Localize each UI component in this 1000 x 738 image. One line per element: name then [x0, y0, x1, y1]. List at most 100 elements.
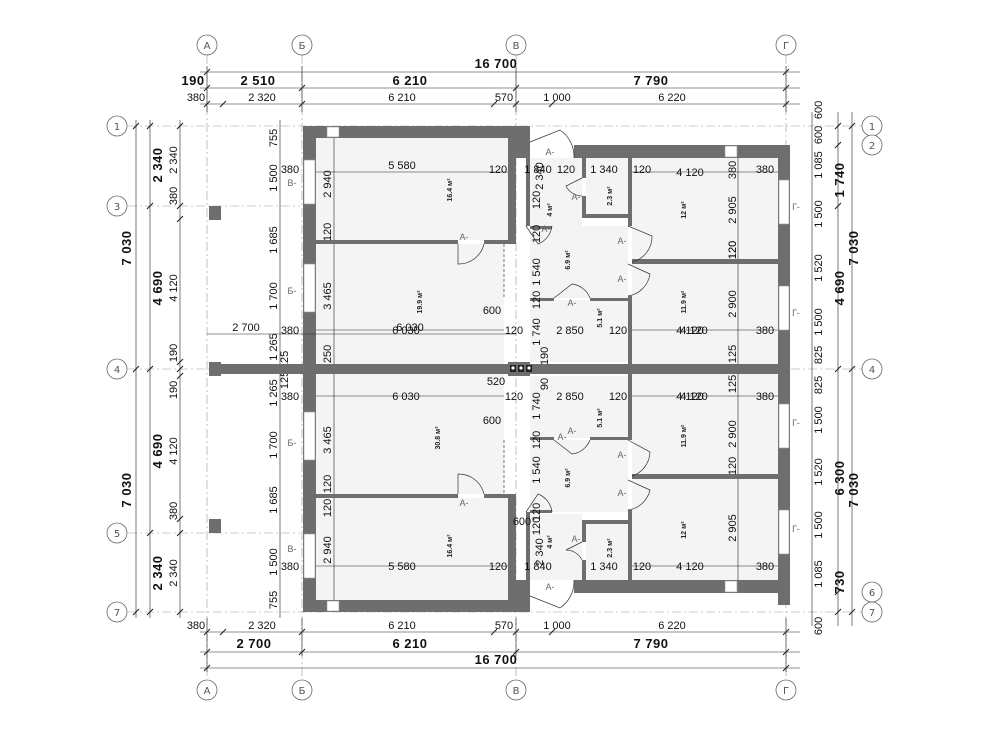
left-dim-inner-3: 4 120: [168, 274, 180, 302]
left-dim-wall-10: 1 685: [268, 486, 280, 514]
room-dimensions: 5 580 2 940 6 030 3 465 6 030 3 465 5 58…: [316, 138, 778, 600]
idim-10: 120: [727, 241, 739, 259]
idim-5: 120: [557, 164, 575, 176]
axis-label-a-bottom: А: [204, 686, 211, 697]
top-dim-6210: 6 210: [392, 73, 427, 88]
room-dim-h-7: 2 900: [727, 420, 739, 448]
room-area-13: 5.1 м²: [597, 408, 604, 428]
idim-19: 250: [322, 345, 334, 363]
axis-label-7-left: 7: [114, 608, 120, 619]
right-dim-inner-7: 825: [813, 346, 825, 364]
idim-22: 380: [281, 391, 299, 403]
room-area-16: 2.3 м²: [607, 538, 614, 558]
top-dim-1000: 1 000: [543, 92, 571, 104]
left-dim-wall-4: 1 700: [268, 282, 280, 310]
mark-a-6: А-: [618, 274, 627, 284]
idim-3: 120: [322, 223, 334, 241]
top-dim-6210b: 6 210: [388, 92, 416, 104]
room-dim-h-1: 2 940: [322, 170, 334, 198]
axis-label-a-top: А: [204, 41, 211, 52]
room-dim-w-7: 4 120: [676, 391, 704, 403]
right-dim-inner-2: 600: [813, 126, 825, 144]
right-dim-inner-12: 1 085: [813, 560, 825, 588]
idim-51: 120: [322, 475, 334, 493]
idim-39: 1 340: [590, 561, 618, 573]
axis-label-b-bottom: Б: [299, 686, 306, 697]
room-area-7: 11.9 м²: [681, 424, 688, 447]
idim-52: 120: [727, 241, 739, 259]
structure-left: [209, 206, 303, 533]
room-dim-w-6: 4 120: [676, 325, 704, 337]
left-dim-wall-11: 1 500: [268, 548, 280, 576]
idim-23: 120: [505, 391, 523, 403]
right-dim-inner-5: 1 520: [813, 254, 825, 282]
idim-28: 380: [756, 391, 774, 403]
right-dim-mid-2: 4 690: [832, 270, 847, 305]
right-dim-mid-3: 6 300: [832, 460, 847, 495]
room-area-5: 12 м²: [681, 201, 688, 219]
bottom-dim-6220: 6 220: [658, 620, 686, 632]
room-area-6: 11.9 м²: [681, 290, 688, 313]
room-dim-w-4: 5 580: [388, 561, 416, 573]
left-dim-mid-2: 4 690: [150, 270, 165, 305]
right-dim-inner-6: 1 500: [813, 308, 825, 336]
left-dim-wall-7: 125: [279, 371, 291, 389]
mark-a-14: А-: [558, 432, 567, 442]
left-dim-wall-12: 755: [268, 591, 280, 609]
idim-27: 4 120: [680, 391, 708, 403]
idim-54: 120: [531, 191, 543, 209]
left-dim-inner-8: 2 340: [168, 559, 180, 587]
left-dimensions: 7 030 7 030 2 340 4 690 4 690 2 340 2 34…: [119, 120, 291, 618]
idim-34: 120: [322, 499, 334, 517]
top-dimensions: 16 700 190 2 510 6 210 7 790 380 2 320 6…: [181, 56, 800, 112]
idim-26: 120: [609, 391, 627, 403]
mark-v-1: В-: [288, 178, 297, 188]
right-dim-outer-1: 7 030: [846, 230, 861, 265]
axis-label-v-top: В: [513, 41, 520, 52]
mark-a-5: А-: [618, 236, 627, 246]
left-dim-wall-3: 1 685: [268, 226, 280, 254]
idim-29: 90: [539, 378, 551, 390]
top-dim-570: 570: [495, 92, 513, 104]
idim-15: 2 850: [556, 325, 584, 337]
idim-14: 120: [505, 325, 523, 337]
bottom-dim-2700: 2 700: [236, 636, 271, 651]
idim-41: 380: [756, 561, 774, 573]
idim-17: 4 120: [680, 325, 708, 337]
mark-a-13: А-: [542, 224, 551, 234]
room-dim-w-3: 6 030: [392, 391, 420, 403]
idim-37: 120: [489, 561, 507, 573]
left-dim-wall-9: 1 700: [268, 431, 280, 459]
left-dim-wall-8: 1 265: [268, 379, 280, 407]
room-area-14: 6.9 м²: [565, 468, 572, 488]
axis-label-4-right: 4: [869, 365, 875, 376]
room-area-12: 5.1 м²: [597, 308, 604, 328]
mark-v-2: В-: [288, 544, 297, 554]
mark-a-2: А-: [460, 498, 469, 508]
bottom-dim-6210: 6 210: [388, 620, 416, 632]
bottom-dim-380: 380: [187, 620, 205, 632]
idim-1: 380: [281, 164, 299, 176]
left-dim-mid-3: 4 690: [150, 433, 165, 468]
left-dim-inner-7: 380: [168, 502, 180, 520]
mark-g-1: Г-: [792, 202, 800, 212]
room-area-15: 4 м²: [547, 535, 554, 549]
room-dim-w-5: 4 120: [676, 167, 704, 179]
left-dim-inner-4: 190: [168, 344, 180, 362]
idim-49: 125: [727, 345, 739, 363]
right-dim-inner-1: 600: [813, 101, 825, 119]
axis-label-1-right: 1: [869, 122, 875, 133]
idim-13: 6 030: [396, 322, 424, 334]
room-areas: 16.4 м² 19.9 м² 30.8 м² 16.4 м² 12 м² 11…: [417, 178, 688, 558]
idim-7: 120: [633, 164, 651, 176]
top-dim-6220: 6 220: [658, 92, 686, 104]
axis-label-6-right: 6: [869, 588, 875, 599]
axis-label-v-bottom: В: [513, 686, 520, 697]
room-area-11: 6.9 м²: [565, 250, 572, 270]
left-dim-inner-5: 190: [168, 381, 180, 399]
idim-18: 380: [756, 325, 774, 337]
right-dim-inner-9: 1 500: [813, 406, 825, 434]
top-dim-2510: 2 510: [240, 73, 275, 88]
idim-42: 600: [483, 305, 501, 317]
room-dim-h-2: 3 465: [322, 282, 334, 310]
